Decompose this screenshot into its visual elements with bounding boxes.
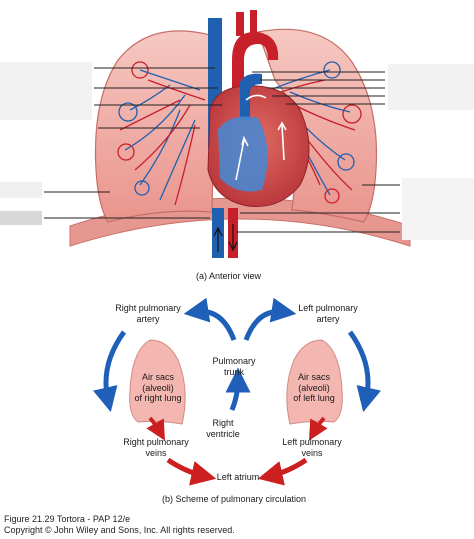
brachiocephalic-artery [236,12,244,36]
trunk-to-right-arrow [183,297,237,341]
label-leader-lines [44,67,400,233]
label-pulmonary-trunk: Pulmonary trunk [212,356,256,377]
right-veins-arrow [166,457,217,486]
left-artery-to-lung-arrow [347,330,381,413]
left-lung-out-arrow [309,416,328,441]
ivc-flow-arrow [213,226,223,252]
label-left-pulmonary-veins: Left pulmonary veins [282,437,342,458]
label-left-atrium: Left atrium [216,472,260,482]
pulmonary-circulation-scheme [93,297,381,486]
right-artery-to-lung-arrow [93,330,127,413]
hidden-label-left-3 [0,211,42,225]
label-right-pulmonary-veins: Right pulmonary veins [123,437,189,458]
hidden-label-left-2 [0,182,42,198]
label-left-pulmonary-artery: Left pulmonary artery [298,303,358,324]
right-lung-out-arrow [146,416,165,441]
ventricle-to-trunk-arrow [225,367,251,411]
left-veins-arrow [257,457,308,486]
figure-reference: Figure 21.29 Tortora - PAP 12/e [4,514,131,524]
pulmonary-trunk [240,73,262,120]
right-lung [94,30,215,223]
hidden-label-right-1 [388,64,474,110]
pulmonary-vessels [117,61,362,206]
hidden-label-left-1 [0,62,92,120]
panel-a-caption: (a) Anterior view [196,271,262,281]
copyright-notice: Copyright © John Wiley and Sons, Inc. Al… [4,525,235,535]
aorta-flow-arrow [228,224,238,252]
right-ventricle-region [218,116,268,192]
label-right-ventricle: Right ventricle [206,418,240,439]
carotid-artery [250,10,257,36]
blood-flow-arrows [235,94,287,181]
label-left-lung-air-sacs: Air sacs (alveoli) of left lung [293,372,335,403]
panel-b-caption: (b) Scheme of pulmonary circulation [162,494,307,504]
anterior-view-illustration [0,10,474,258]
hidden-label-right-2 [402,178,474,240]
label-right-lung-air-sacs: Air sacs (alveoli) of right lung [134,372,182,403]
trunk-to-left-arrow [243,297,297,341]
label-right-pulmonary-artery: Right pulmonary artery [115,303,181,324]
